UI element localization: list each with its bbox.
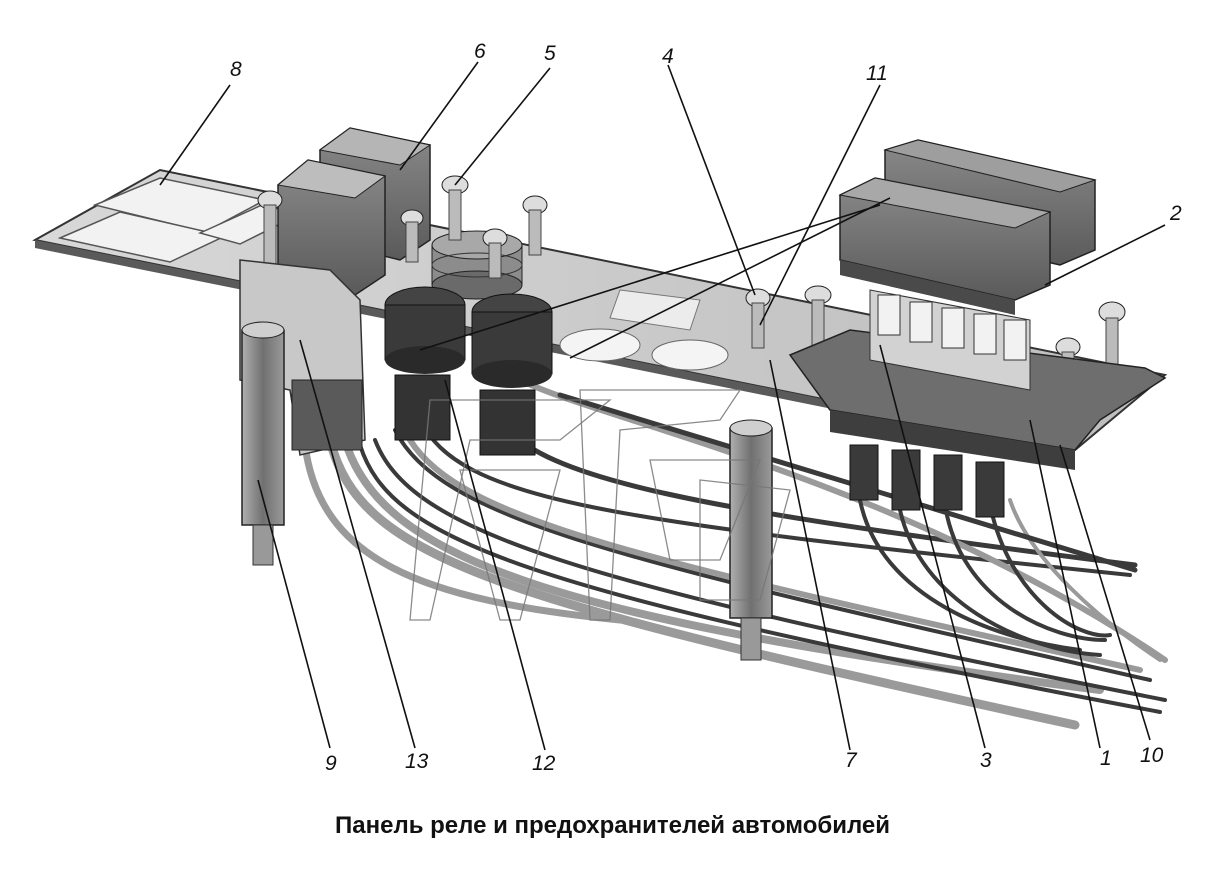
callout-5: 5: [544, 42, 556, 65]
terminal: [849, 444, 879, 501]
screw: [522, 195, 548, 256]
callout-9: 9: [325, 752, 337, 775]
callout-10: 10: [1140, 744, 1164, 767]
figure-caption: Панель реле и предохранителей автомобиле…: [335, 812, 890, 839]
terminal: [933, 454, 963, 511]
push-buttons: [384, 286, 553, 456]
watermark-logo: [409, 389, 791, 621]
left-relays: [276, 127, 432, 296]
screw: [804, 285, 832, 356]
leader-lines: [159, 61, 1166, 751]
screw: [1098, 301, 1126, 374]
screw: [400, 209, 424, 263]
terminal: [975, 461, 1005, 518]
fuse: [941, 307, 965, 349]
callout-1: 1: [1100, 747, 1112, 770]
right-relays: [838, 139, 1097, 315]
fuse: [909, 301, 933, 343]
screw: [257, 190, 283, 266]
screw: [482, 228, 508, 279]
fuse: [1003, 319, 1027, 361]
callout-3: 3: [980, 749, 992, 772]
callout-6: 6: [474, 40, 486, 63]
standoff-post-left: [241, 321, 285, 566]
fuse: [877, 294, 901, 336]
callout-2: 2: [1169, 202, 1182, 225]
screw: [745, 288, 771, 349]
callout-7: 7: [845, 749, 858, 772]
callout-11: 11: [866, 62, 888, 85]
callout-12: 12: [532, 752, 556, 775]
fuse: [973, 313, 997, 355]
callout-8: 8: [230, 58, 242, 81]
round-fuse-holder: [431, 230, 523, 300]
standoff-post-middle: [729, 419, 773, 661]
callout-4: 4: [662, 45, 674, 68]
callout-13: 13: [405, 750, 429, 773]
callout-labels: 8 6 5 4 11 2 9 13 12 7 3 1 10: [230, 40, 1182, 775]
